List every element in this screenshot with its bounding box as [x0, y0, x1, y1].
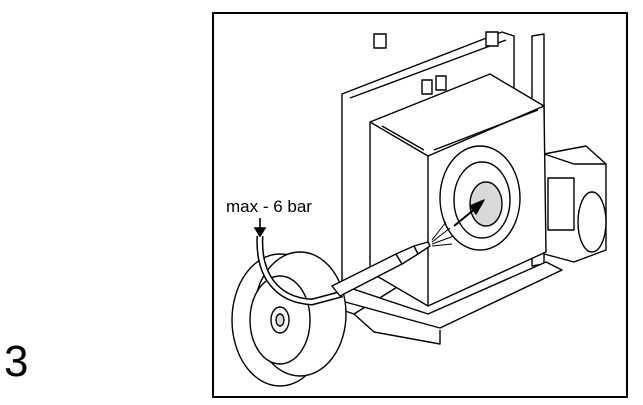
- fan-cleaning-illustration: max - 6 bar: [226, 31, 607, 387]
- step-number: 3: [4, 337, 29, 386]
- bracket-screws: [373, 31, 499, 95]
- pressure-arrow: [253, 218, 267, 238]
- pressure-label: max - 6 bar: [226, 197, 312, 216]
- air-blast: [431, 221, 455, 247]
- illustration-frame: max - 6 bar: [212, 12, 628, 398]
- direction-arrow: [453, 207, 477, 227]
